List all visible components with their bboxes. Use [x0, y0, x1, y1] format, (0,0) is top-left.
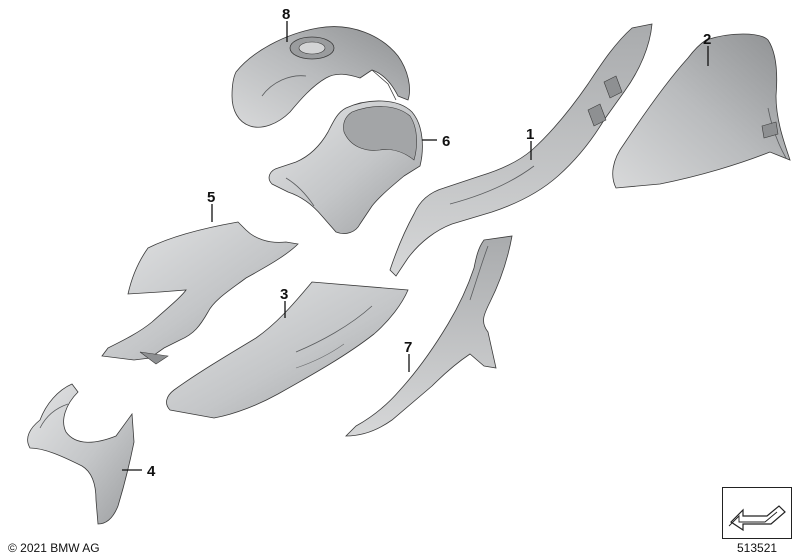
part-1-side-frame-cover: [389, 23, 653, 277]
callout-4: 4: [147, 463, 156, 480]
callout-8: 8: [282, 6, 290, 23]
callout-5: 5: [207, 189, 215, 206]
part-7-inner-trim: [345, 235, 513, 437]
callout-7: 7: [404, 339, 412, 356]
part-5-front-fairing: [101, 221, 299, 365]
callout-1: 1: [526, 126, 534, 143]
callout-2: 2: [703, 31, 711, 48]
arrow-box-icon: [728, 505, 786, 532]
part-8-tank-cover: [231, 26, 410, 128]
document-number: 513521: [737, 541, 778, 555]
part-4-front-fender: [27, 383, 135, 525]
copyright-text: © 2021 BMW AG: [8, 541, 100, 555]
reference-box: [722, 487, 792, 539]
part-3-lower-side-panel: [166, 281, 409, 419]
part-6-center-cover: [268, 100, 423, 234]
callout-6: 6: [442, 133, 450, 150]
part-2-rear-side-panel: [612, 33, 791, 189]
callout-3: 3: [280, 286, 288, 303]
